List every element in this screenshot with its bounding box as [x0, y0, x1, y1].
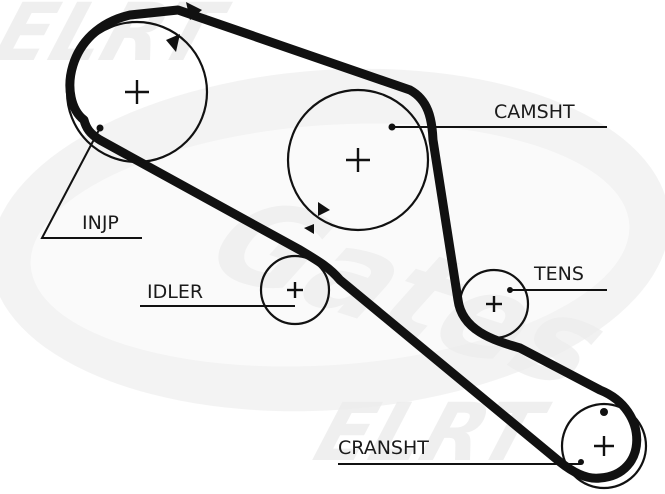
idler-label: IDLER [147, 281, 203, 303]
injection-pump-label: INJP [82, 212, 119, 234]
injection-pump-pulley [65, 20, 209, 164]
timing-belt [65, 5, 642, 483]
injection-pump-leader-line [40, 127, 142, 239]
timing-mark-arrow-cam [318, 202, 330, 216]
idler-pulley [259, 254, 331, 326]
timing-mark-arrow-cam-lower [304, 224, 314, 234]
timing-mark-arrow-top [186, 2, 202, 20]
crankshaft-label: CRANSHT [338, 437, 429, 459]
timing-mark-arrow-injp [166, 34, 180, 52]
watermark-logo: ELRT ELRT Gates [0, 0, 665, 479]
camshaft-label: CAMSHT [494, 101, 575, 123]
tensioner-label: TENS [533, 263, 584, 285]
